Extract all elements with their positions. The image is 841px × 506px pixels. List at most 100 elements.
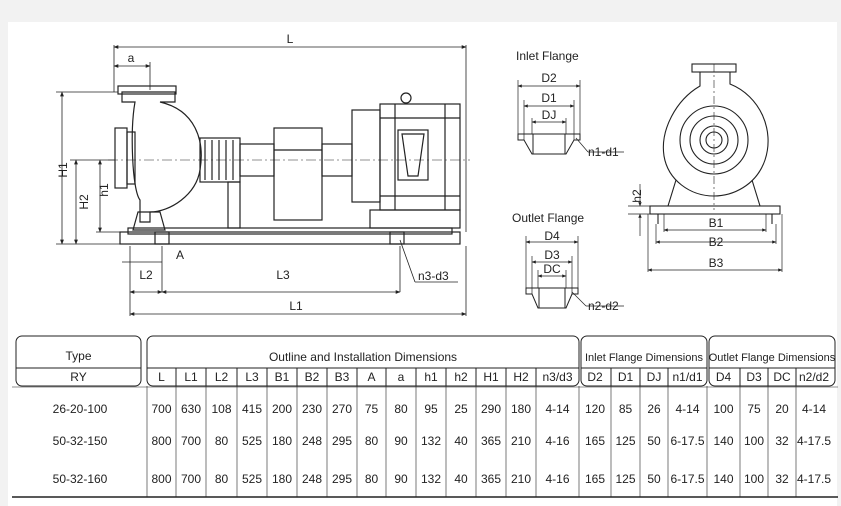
cell-r0-c12: 180 xyxy=(511,402,531,416)
col-header-a: a xyxy=(398,370,405,384)
cell-r0-c9: 95 xyxy=(424,402,438,416)
side-B3: B3 xyxy=(709,256,724,270)
col-header-A: A xyxy=(367,370,375,384)
motor-feet xyxy=(369,209,461,229)
row-type-2: 50-32-160 xyxy=(53,472,108,486)
cell-r2-c1: 700 xyxy=(181,472,201,486)
cell-r1-c15: 125 xyxy=(615,434,635,448)
cell-r1-c10: 40 xyxy=(454,434,468,448)
dim-H2: H2 xyxy=(77,194,91,210)
side-baseplate xyxy=(649,205,781,215)
col-header-D3: D3 xyxy=(746,370,762,384)
cell-r0-c15: 85 xyxy=(619,402,633,416)
cell-r1-c12: 210 xyxy=(511,434,531,448)
col-header-H2: H2 xyxy=(513,370,529,384)
col-header-L2: L2 xyxy=(215,370,229,384)
col-header-L3: L3 xyxy=(245,370,259,384)
pump-side-view xyxy=(649,63,781,224)
row-type-0: 26-20-100 xyxy=(53,402,108,416)
outline-header-box xyxy=(146,335,580,387)
cell-r2-c19: 100 xyxy=(744,472,764,486)
cell-r0-c11: 290 xyxy=(481,402,501,416)
side-dimension-labels: h2 B1 B2 B3 xyxy=(630,189,724,270)
cell-r0-c19: 75 xyxy=(747,402,761,416)
outlet-DC: DC xyxy=(543,262,561,276)
side-dimensions xyxy=(628,184,783,272)
cell-r1-c20: 32 xyxy=(775,434,789,448)
cell-r2-c18: 140 xyxy=(713,472,733,486)
inlet-D1: D1 xyxy=(541,91,557,105)
dim-L: L xyxy=(287,32,294,46)
cell-r2-c15: 125 xyxy=(615,472,635,486)
inlet-D2: D2 xyxy=(541,71,557,85)
cell-r1-c3: 525 xyxy=(242,434,262,448)
pump-elevation-view xyxy=(108,85,470,245)
cell-r2-c14: 165 xyxy=(585,472,605,486)
outlet-D4: D4 xyxy=(544,229,560,243)
outlet-flange-title: Outlet Flange xyxy=(512,211,584,225)
baseplate xyxy=(119,231,461,245)
cell-r2-c21: 4-17.5 xyxy=(797,472,831,486)
cell-r0-c17: 4-14 xyxy=(675,402,699,416)
col-header-DC: DC xyxy=(773,370,791,384)
side-B2: B2 xyxy=(709,235,724,249)
inlet-flange-labels: Inlet Flange D2 D1 DJ n1-d1 xyxy=(516,49,619,159)
cell-r2-c20: 32 xyxy=(775,472,789,486)
dim-L2: L2 xyxy=(139,268,153,282)
col-header-n3-d3: n3/d3 xyxy=(542,370,572,384)
main-dimension-labels: L a H1 H2 h1 A L2 L3 L1 n3-d3 xyxy=(56,32,449,313)
inlet-DJ: DJ xyxy=(542,108,557,122)
cell-r1-c8: 90 xyxy=(394,434,408,448)
outline-group-title: Outline and Installation Dimensions xyxy=(269,350,457,364)
cell-r0-c0: 700 xyxy=(151,402,171,416)
col-header-B2: B2 xyxy=(305,370,320,384)
col-header-L1: L1 xyxy=(184,370,198,384)
dim-L1: L1 xyxy=(289,299,303,313)
dim-A: A xyxy=(176,248,184,262)
col-header-n2-d2: n2/d2 xyxy=(799,370,829,384)
cell-r0-c18: 100 xyxy=(713,402,733,416)
inlet-group-title: Inlet Flange Dimensions xyxy=(585,352,704,364)
cell-r0-c20: 20 xyxy=(775,402,789,416)
cell-r2-c17: 6-17.5 xyxy=(670,472,704,486)
side-volute xyxy=(662,71,769,197)
motor-endbell xyxy=(351,109,381,203)
cell-r2-c9: 132 xyxy=(421,472,441,486)
main-dimensions xyxy=(56,45,467,316)
motor-body xyxy=(379,103,461,211)
type-label: Type xyxy=(65,349,91,363)
col-header-B1: B1 xyxy=(275,370,290,384)
cell-r1-c17: 6-17.5 xyxy=(670,434,704,448)
outlet-n2-d2: n2-d2 xyxy=(588,299,619,313)
cell-r2-c8: 90 xyxy=(394,472,408,486)
col-header-n1-d1: n1/d1 xyxy=(672,370,702,384)
side-h2: h2 xyxy=(630,189,644,203)
cell-r1-c5: 248 xyxy=(302,434,322,448)
type-value: RY xyxy=(70,370,86,384)
col-header-L: L xyxy=(158,370,165,384)
cell-r2-c13: 4-16 xyxy=(545,472,569,486)
cell-r0-c1: 630 xyxy=(181,402,201,416)
suction-flange xyxy=(114,127,128,189)
pump-foot xyxy=(132,211,166,231)
cell-r1-c18: 140 xyxy=(713,434,733,448)
cell-r1-c1: 700 xyxy=(181,434,201,448)
cell-r2-c10: 40 xyxy=(454,472,468,486)
inlet-flange-title: Inlet Flange xyxy=(516,49,579,63)
inlet-header-box xyxy=(580,335,708,387)
cell-r0-c5: 230 xyxy=(302,402,322,416)
col-header-D1: D1 xyxy=(618,370,634,384)
cell-r2-c16: 50 xyxy=(647,472,661,486)
cell-r0-c10: 25 xyxy=(454,402,468,416)
terminal-box xyxy=(397,129,429,181)
cell-r1-c4: 180 xyxy=(272,434,292,448)
col-header-h2: h2 xyxy=(454,370,468,384)
cell-r1-c16: 50 xyxy=(647,434,661,448)
cell-r1-c13: 4-16 xyxy=(545,434,569,448)
cell-r1-c19: 100 xyxy=(744,434,764,448)
cell-r1-c14: 165 xyxy=(585,434,605,448)
outlet-flange-view xyxy=(525,236,624,309)
dim-L3: L3 xyxy=(276,268,290,282)
